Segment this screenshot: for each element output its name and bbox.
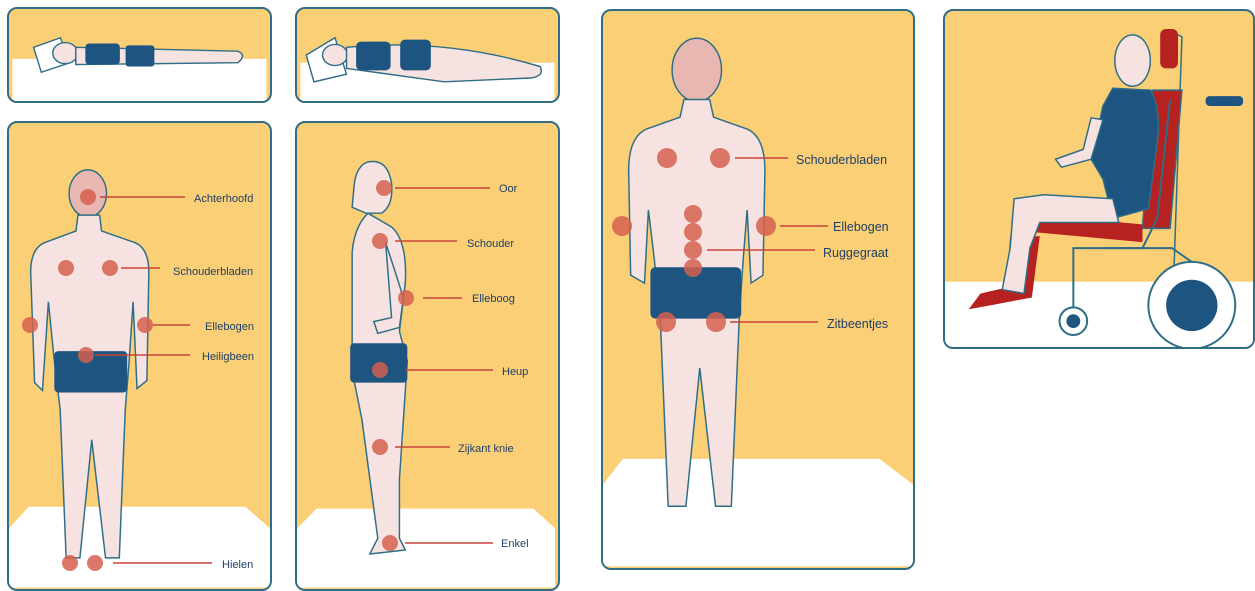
label-enkel: Enkel xyxy=(501,538,529,550)
label-heiligbeen: Heiligbeen xyxy=(202,351,254,363)
back-large-figure xyxy=(603,11,913,568)
label-ellebogen: Ellebogen xyxy=(833,220,889,234)
label-ellebogen: Ellebogen xyxy=(205,321,254,333)
panel-back-large: Schouderbladen Ellebogen Ruggegraat Zitb… xyxy=(601,9,915,570)
panel-lying-supine xyxy=(7,7,272,103)
label-schouderbladen: Schouderbladen xyxy=(173,266,253,278)
label-hielen: Hielen xyxy=(222,559,253,571)
person-in-wheelchair-icon xyxy=(945,11,1253,347)
label-schouderbladen: Schouderbladen xyxy=(796,153,887,167)
panel-lying-side xyxy=(295,7,560,103)
label-zijkant-knie: Zijkant knie xyxy=(458,443,514,455)
standing-side-figure xyxy=(297,123,558,589)
label-oor: Oor xyxy=(499,183,517,195)
label-schouder: Schouder xyxy=(467,238,514,250)
panel-standing-side: Oor Schouder Elleboog Heup Zijkant knie … xyxy=(295,121,560,591)
label-zitbeentjes: Zitbeentjes xyxy=(827,317,888,331)
label-heup: Heup xyxy=(502,366,528,378)
panel-wheelchair xyxy=(943,9,1255,349)
person-lying-side-icon xyxy=(297,9,558,101)
label-elleboog: Elleboog xyxy=(472,293,515,305)
panel-standing-back: Achterhoofd Schouderbladen Ellebogen Hei… xyxy=(7,121,272,591)
label-achterhoofd: Achterhoofd xyxy=(194,193,253,205)
label-ruggegraat: Ruggegraat xyxy=(823,246,888,260)
person-lying-supine-icon xyxy=(9,9,270,101)
